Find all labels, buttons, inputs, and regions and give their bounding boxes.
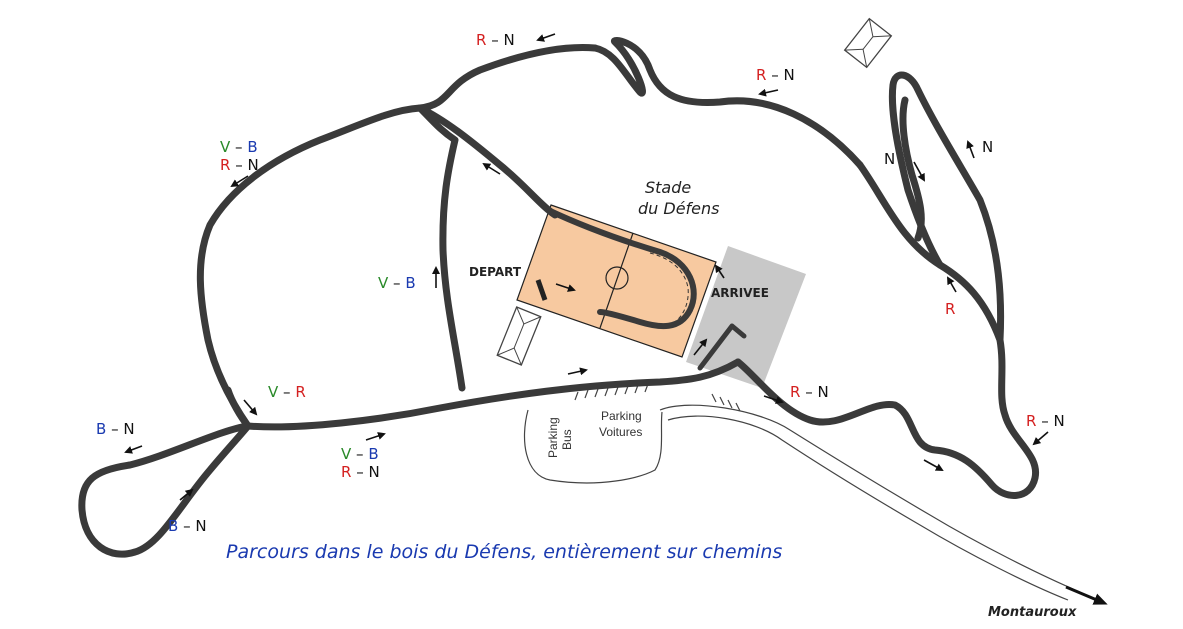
stadium-title-line1: Stade xyxy=(645,178,691,197)
route-main-bottom xyxy=(244,358,742,431)
route-code-east-rn-line1-part-1: – xyxy=(1036,412,1053,430)
route-center-vertical xyxy=(416,104,466,392)
route-sw-loop xyxy=(78,386,252,558)
route-code-top-left-line1-part-2: N xyxy=(503,31,514,49)
depart-label: DEPART xyxy=(469,265,522,279)
road-montauroux xyxy=(659,404,1081,593)
route-code-after-finish-line1-part-1: – xyxy=(800,383,817,401)
route-code-loop-n-right-line1-part-0: N xyxy=(982,138,993,156)
route-code-east-rn-line1: R – N xyxy=(1026,412,1065,430)
arrivee-label: ARRIVEE xyxy=(711,286,769,300)
map-caption: Parcours dans le bois du Défens, entière… xyxy=(226,541,782,563)
route-code-east-r-line1-part-0: R xyxy=(945,300,955,318)
finish-zone xyxy=(686,246,806,388)
route-code-west-upper-line1-part-2: B xyxy=(247,138,257,156)
route-code-top-right-line1: R – N xyxy=(756,66,795,84)
route-outer-west-loop xyxy=(196,43,599,430)
route-east-loop-inner xyxy=(899,96,925,242)
route-code-far-left-bn-line1: B – N xyxy=(96,420,135,438)
route-code-bottom-left-line1-part-2: N xyxy=(195,517,206,535)
route-code-west-upper-line2: R – N xyxy=(220,156,259,174)
route-code-west-upper-line2-part-1: – xyxy=(230,156,247,174)
route-code-west-upper-line1-part-0: V xyxy=(220,138,231,156)
route-code-top-right-line1-part-0: R xyxy=(756,66,766,84)
route-east-loop xyxy=(888,71,1005,344)
road-montauroux-edge xyxy=(667,415,1069,601)
route-code-west-upper-line1: V – B xyxy=(220,138,258,156)
route-code-bottom-left-line1-part-1: – xyxy=(178,517,195,535)
route-code-after-finish-line1: R – N xyxy=(790,383,829,401)
route-code-east-rn-line1-part-2: N xyxy=(1053,412,1064,430)
parking-bus-label-line2: Bus xyxy=(560,429,574,450)
route-finish-chute xyxy=(697,323,747,371)
route-code-top-left-line1-part-1: – xyxy=(486,31,503,49)
route-code-west-upper-line2-part-0: R xyxy=(220,156,230,174)
route-code-far-left-bn-line1-part-0: B xyxy=(96,420,106,438)
route-code-top-right-line1-part-2: N xyxy=(783,66,794,84)
route-code-bottom-mid-line2-part-2: N xyxy=(368,463,379,481)
building-stadium-icon xyxy=(496,306,542,366)
route-code-bottom-mid-line1-part-1: – xyxy=(351,445,368,463)
stadium-center-circle xyxy=(605,266,629,290)
route-code-center-vb-line1-part-2: B xyxy=(405,274,415,292)
building-north-icon xyxy=(843,17,893,69)
parking-bus-outline xyxy=(523,409,663,484)
montauroux-arrow xyxy=(1065,585,1108,605)
route-code-top-left-line1: R – N xyxy=(476,31,515,49)
route-code-loop-n-left-line1: N xyxy=(884,150,895,168)
stadium-title-line2: du Défens xyxy=(638,199,720,218)
route-code-center-vb-line1-part-1: – xyxy=(388,274,405,292)
route-top-hairpin xyxy=(591,36,864,169)
route-code-top-left-line1-part-0: R xyxy=(476,31,486,49)
route-code-bottom-mid-line2-part-0: R xyxy=(341,463,351,481)
route-diagonal-north xyxy=(416,104,559,219)
road-hatching xyxy=(711,393,741,412)
route-stadium-lap xyxy=(545,207,697,330)
route-code-after-finish-line1-part-2: N xyxy=(817,383,828,401)
route-code-sw-vr-line1-part-1: – xyxy=(278,383,295,401)
route-code-sw-vr-line1-part-0: V xyxy=(268,383,279,401)
route-code-sw-vr-line1: V – R xyxy=(268,383,306,401)
direction-arrows xyxy=(124,33,1049,501)
montauroux-label: Montauroux xyxy=(988,605,1077,620)
route-depart-line xyxy=(535,279,548,301)
route-code-sw-vr-line1-part-2: R xyxy=(295,383,305,401)
route-code-bottom-left-line1: B – N xyxy=(168,517,207,535)
parking-cars-label-line1: Parking xyxy=(601,409,642,423)
route-code-east-rn-line1-part-0: R xyxy=(1026,412,1036,430)
parking-bus-label-line1: Parking xyxy=(546,417,560,458)
route-code-top-right-line1-part-1: – xyxy=(766,66,783,84)
route-code-after-finish-line1-part-0: R xyxy=(790,383,800,401)
route-code-far-left-bn-line1-part-1: – xyxy=(106,420,123,438)
route-code-bottom-left-line1-part-0: B xyxy=(168,517,178,535)
route-code-bottom-mid-line1-part-0: V xyxy=(341,445,352,463)
route-code-east-r-line1: R xyxy=(945,300,955,318)
route-code-west-upper-line2-part-2: N xyxy=(247,156,258,174)
route-code-bottom-mid-line2-part-1: – xyxy=(351,463,368,481)
route-code-bottom-mid-line1: V – B xyxy=(341,445,379,463)
parking-cars-label-line2: Voitures xyxy=(599,425,642,439)
route-code-far-left-bn-line1-part-2: N xyxy=(123,420,134,438)
route-code-center-vb-line1: V – B xyxy=(378,274,416,292)
route-code-loop-n-right-line1: N xyxy=(982,138,993,156)
route-east-side xyxy=(734,161,1040,499)
parking-hatching xyxy=(574,383,649,401)
route-code-bottom-mid-line2: R – N xyxy=(341,463,380,481)
route-code-west-upper-line1-part-1: – xyxy=(230,138,247,156)
route-code-center-vb-line1-part-0: V xyxy=(378,274,389,292)
route-code-bottom-mid-line1-part-2: B xyxy=(368,445,378,463)
route-code-loop-n-left-line1-part-0: N xyxy=(884,150,895,168)
